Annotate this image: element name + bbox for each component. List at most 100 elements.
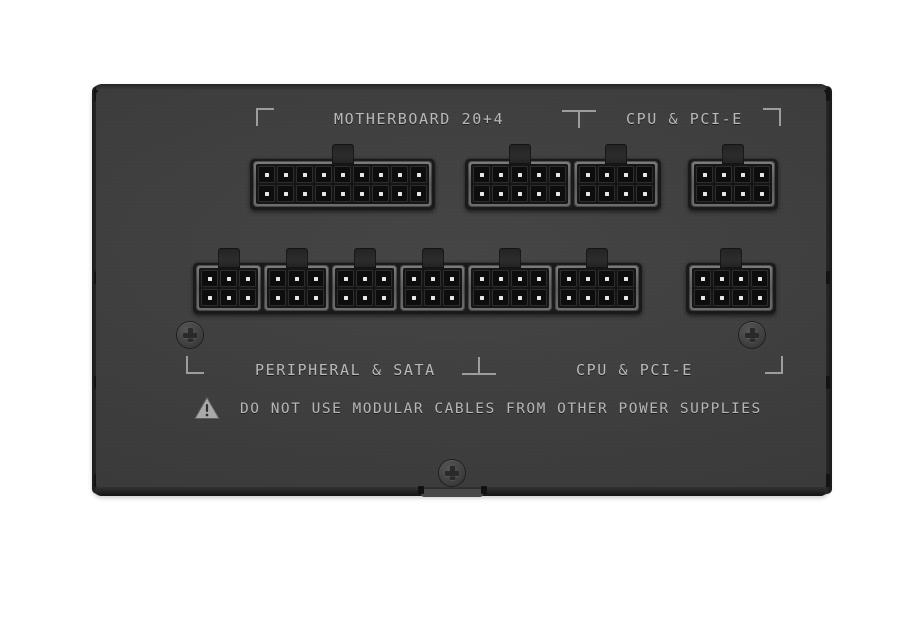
pin bbox=[277, 166, 294, 183]
pin bbox=[715, 166, 732, 183]
connector-block-cpu-pcie-bot-3[interactable] bbox=[686, 248, 776, 314]
pin bbox=[410, 166, 427, 183]
bracket-top-right bbox=[763, 108, 781, 126]
rail-notch bbox=[823, 376, 830, 389]
rail-notch bbox=[823, 474, 830, 487]
pin bbox=[579, 166, 596, 183]
connector-peripheral-sata-4[interactable] bbox=[400, 248, 465, 311]
pin-grid bbox=[694, 164, 772, 204]
pin bbox=[617, 270, 634, 287]
pin bbox=[636, 185, 653, 202]
pin bbox=[443, 289, 460, 306]
connector-peripheral-sata-1[interactable] bbox=[196, 248, 261, 311]
pin bbox=[258, 166, 275, 183]
pin bbox=[734, 185, 751, 202]
label-peripheral-sata: PERIPHERAL & SATA bbox=[255, 361, 436, 379]
pin bbox=[372, 166, 389, 183]
latch-tab bbox=[353, 248, 376, 268]
connector-cpu-pcie-top-3[interactable] bbox=[691, 144, 775, 207]
label-cpu-pcie-top: CPU & PCI-E bbox=[626, 110, 743, 128]
pin bbox=[713, 270, 730, 287]
pin bbox=[473, 185, 490, 202]
pin bbox=[696, 185, 713, 202]
label-cpu-pcie-bottom: CPU & PCI-E bbox=[576, 361, 693, 379]
pin bbox=[530, 185, 547, 202]
pin bbox=[315, 185, 332, 202]
pin bbox=[732, 270, 749, 287]
rail-notch bbox=[823, 88, 830, 101]
pin bbox=[307, 270, 324, 287]
pin-grid bbox=[471, 164, 568, 204]
pin-grid bbox=[199, 268, 258, 308]
pin bbox=[391, 185, 408, 202]
bracket-top-left bbox=[256, 108, 274, 126]
pin bbox=[443, 270, 460, 287]
pin bbox=[424, 289, 441, 306]
pin-grid bbox=[558, 268, 636, 308]
pin bbox=[201, 270, 218, 287]
pin bbox=[334, 166, 351, 183]
pin bbox=[288, 270, 305, 287]
latch-tab bbox=[285, 248, 308, 268]
pin bbox=[617, 166, 634, 183]
latch-tab bbox=[331, 144, 354, 164]
t-mark-top bbox=[562, 110, 596, 128]
pin bbox=[549, 185, 566, 202]
pin bbox=[315, 166, 332, 183]
pin bbox=[269, 289, 286, 306]
connector-cpu-pcie-top-1[interactable] bbox=[468, 144, 571, 207]
pin bbox=[636, 166, 653, 183]
pin bbox=[579, 185, 596, 202]
connector-block-motherboard[interactable] bbox=[250, 144, 435, 210]
psu-notch-tab bbox=[418, 486, 424, 494]
pin bbox=[473, 270, 490, 287]
latch-tab bbox=[508, 144, 531, 164]
latch-tab bbox=[217, 248, 240, 268]
pin bbox=[579, 289, 596, 306]
connector-peripheral-sata-2[interactable] bbox=[264, 248, 329, 311]
psu-bottom-notch bbox=[421, 489, 483, 497]
pin bbox=[492, 185, 509, 202]
pin bbox=[492, 270, 509, 287]
pin bbox=[277, 185, 294, 202]
pin bbox=[617, 289, 634, 306]
latch-tab bbox=[605, 144, 627, 164]
pin bbox=[530, 166, 547, 183]
pin bbox=[511, 289, 528, 306]
pin bbox=[560, 289, 577, 306]
pin bbox=[713, 289, 730, 306]
pin bbox=[549, 166, 566, 183]
pin bbox=[296, 166, 313, 183]
pin bbox=[220, 270, 237, 287]
pin bbox=[296, 185, 313, 202]
pin-grid bbox=[692, 268, 770, 308]
pin bbox=[239, 270, 256, 287]
latch-tab bbox=[499, 248, 521, 268]
pin bbox=[334, 185, 351, 202]
pin bbox=[753, 185, 770, 202]
connector-cpu-pcie-bot-2[interactable] bbox=[555, 248, 639, 311]
latch-tab bbox=[586, 248, 608, 268]
connector-motherboard-24pin[interactable] bbox=[253, 144, 432, 207]
pin bbox=[511, 166, 528, 183]
pin-grid bbox=[256, 164, 429, 204]
pin bbox=[375, 270, 392, 287]
pin bbox=[375, 289, 392, 306]
connector-peripheral-sata-3[interactable] bbox=[332, 248, 397, 311]
pin bbox=[405, 270, 422, 287]
pin bbox=[492, 289, 509, 306]
connector-cpu-pcie-top-2[interactable] bbox=[574, 144, 658, 207]
bracket-bottom-right bbox=[765, 356, 783, 374]
connector-block-cpu-pcie-top-3[interactable] bbox=[688, 144, 778, 210]
connector-cpu-pcie-bot-3[interactable] bbox=[689, 248, 773, 311]
connector-cpu-pcie-bot-1[interactable] bbox=[468, 248, 552, 311]
label-motherboard: MOTHERBOARD 20+4 bbox=[334, 110, 505, 128]
pin bbox=[696, 166, 713, 183]
pin bbox=[732, 289, 749, 306]
connector-block-cpu-pcie-top-pair[interactable] bbox=[465, 144, 661, 210]
connector-block-bottom-main[interactable] bbox=[193, 248, 642, 314]
pin bbox=[598, 270, 615, 287]
pin bbox=[511, 185, 528, 202]
phillips-screw-left bbox=[177, 322, 203, 348]
